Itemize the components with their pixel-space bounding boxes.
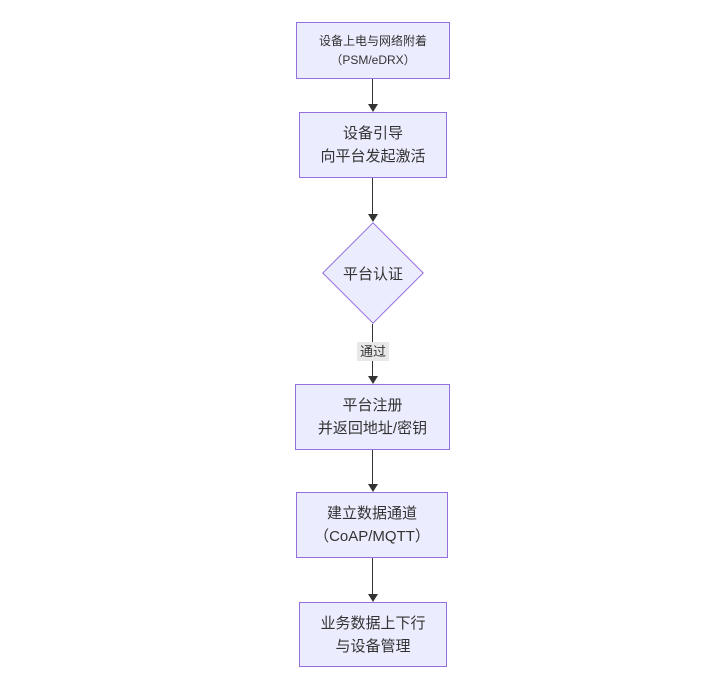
arrowhead-icon [368,104,378,112]
node-label-line: （CoAP/MQTT） [314,528,430,545]
arrow-line-1 [372,79,373,105]
node-business-data: 业务数据上下行 与设备管理 [299,602,447,667]
decision-label: 平台认证 [342,265,403,283]
node-label-line: 业务数据上下行 [320,614,426,632]
node-label-line: 平台注册 [342,397,403,414]
arrowhead-icon [368,484,378,492]
arrow-line-5 [372,558,373,595]
edge-label-pass: 通过 [356,342,390,361]
arrowhead-icon [368,594,378,602]
node-data-channel: 建立数据通道 （CoAP/MQTT） [296,492,448,558]
arrow-line-2 [372,178,373,215]
node-bootstrap: 设备引导 向平台发起激活 [299,112,447,178]
node-label-line: 与设备管理 [335,637,411,655]
node-label-line: 设备上电与网络附着 [318,33,427,48]
node-label-line: 并返回地址/密钥 [317,420,428,437]
node-platform-register: 平台注册 并返回地址/密钥 [295,384,450,450]
node-label-line: 设备引导 [342,125,403,142]
arrowhead-icon [368,214,378,222]
node-label-line: （PSM/eDRX） [330,52,416,67]
node-label-line: 向平台发起激活 [320,148,426,165]
arrow-line-4 [372,450,373,485]
arrowhead-icon [368,376,378,384]
decision-platform-auth: 平台认证 [322,222,424,324]
node-power-attach: 设备上电与网络附着 （PSM/eDRX） [296,22,450,79]
node-label-line: 建立数据通道 [326,505,417,522]
